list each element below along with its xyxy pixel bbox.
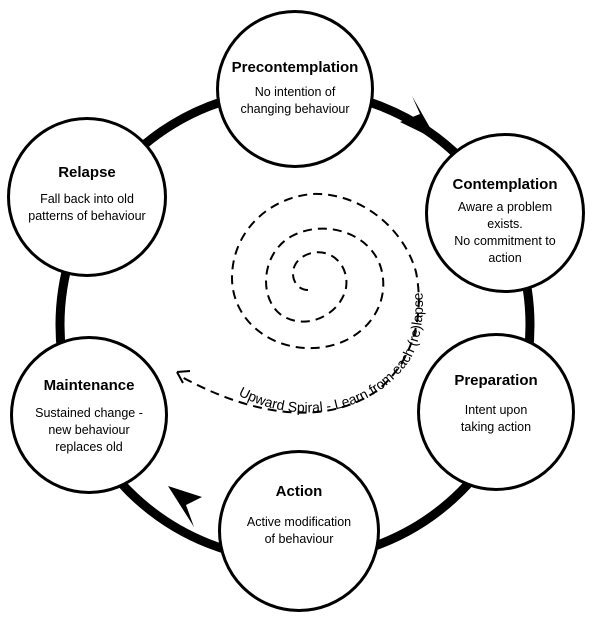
stage-maintenance: Maintenance Sustained change - new behav… [10,336,168,494]
stage-precontemplation: Precontemplation No intention of changin… [216,10,374,168]
stage-action: Action Active modification of behaviour [218,450,380,612]
stage-title: Maintenance [43,377,135,394]
stage-title: Relapse [58,164,116,181]
stage-relapse: Relapse Fall back into old patterns of b… [7,117,167,277]
arrowhead-action-to-maintenance [168,486,202,527]
stage-description: No intention of changing behaviour [240,85,350,116]
spiral-arrowhead [176,370,191,384]
stage-title: Contemplation [452,176,558,193]
stage-title: Action [275,483,323,500]
stage-description: Sustained change - new behaviour replace… [35,406,143,454]
stage-contemplation: Contemplation Aware a problem exists. No… [425,133,585,293]
arrowhead-precontemplation-to-contemplation [400,96,437,140]
stage-description: Active modification of behaviour [246,515,352,546]
stage-description: Intent upon taking action [460,403,532,434]
stage-title: Precontemplation [231,59,359,76]
stage-preparation: Preparation Intent upon taking action [417,333,575,491]
spiral-path [179,192,420,414]
stage-title: Preparation [454,372,538,389]
stage-description: Fall back into old patterns of behaviour [28,192,146,223]
stage-description: Aware a problem exists. No commitment to… [454,200,556,265]
